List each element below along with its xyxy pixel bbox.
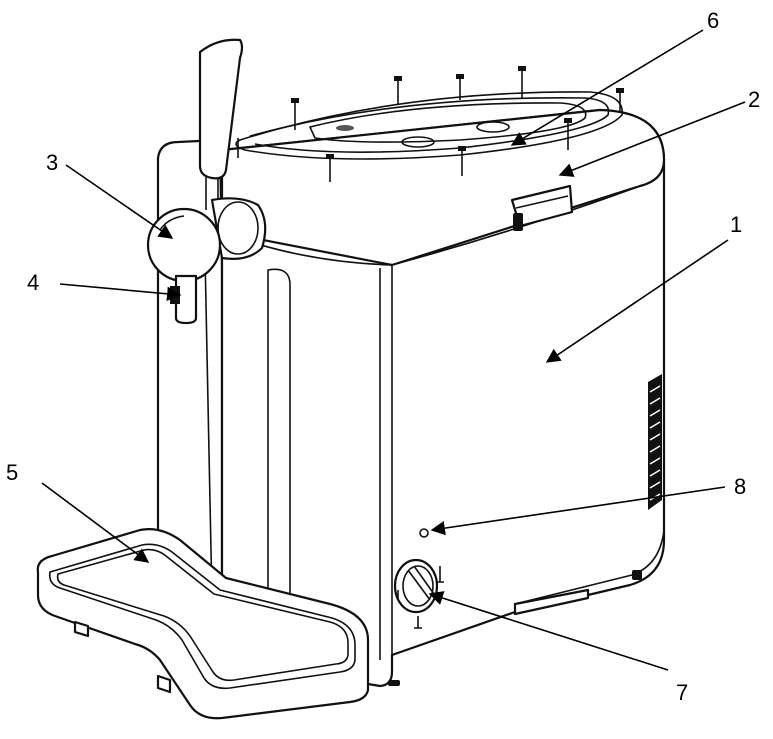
leader-line-5 (41, 482, 150, 563)
callout-7: 7 (676, 680, 688, 705)
drip-tray-illustration (36, 528, 370, 720)
lid-top (220, 108, 666, 267)
callout-labels: 1 2 3 4 5 6 7 8 (6, 8, 760, 705)
vent-grille (648, 374, 662, 510)
tap-sphere (146, 207, 222, 283)
leader-line-3 (65, 164, 174, 239)
leader-line-8 (430, 486, 726, 536)
callout-3: 3 (46, 150, 58, 175)
callout-1: 1 (730, 212, 742, 237)
callout-8: 8 (734, 474, 746, 499)
callout-4: 4 (27, 270, 39, 295)
leader-line-4 (59, 283, 182, 301)
leader-line-2 (558, 101, 746, 177)
appliance-illustration (36, 38, 666, 720)
leader-line-6 (510, 29, 704, 146)
tap-mount (210, 197, 267, 260)
tap-handle (198, 38, 244, 180)
leader-line-7 (428, 591, 669, 671)
leader-lines (41, 29, 746, 671)
indicator-light (419, 528, 429, 538)
callout-2: 2 (748, 87, 760, 112)
temperature-dial (393, 558, 444, 629)
callout-6: 6 (707, 8, 719, 33)
keg-frame (235, 66, 624, 182)
leader-line-1 (545, 239, 729, 363)
callout-5: 5 (6, 460, 18, 485)
side-recess (267, 268, 291, 613)
